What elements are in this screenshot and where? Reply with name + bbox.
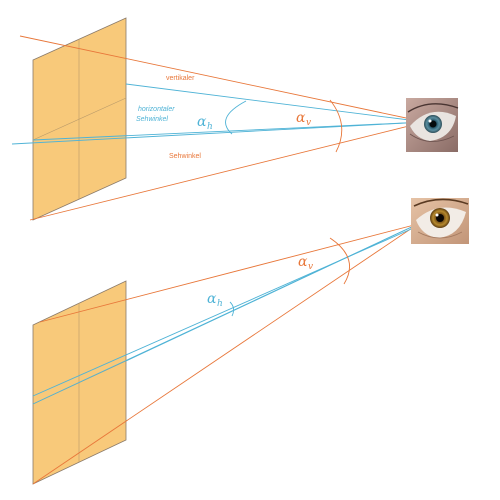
- top-label-vertical: vertikaler: [166, 75, 195, 82]
- bottom-diagram: α v α h: [32, 198, 469, 485]
- top-vertical-rays: [19, 35, 426, 221]
- top-alpha-h-symbol: α: [197, 114, 207, 130]
- bottom-alpha-h-symbol: α: [207, 291, 217, 307]
- top-alpha-v-arc: [329, 99, 343, 153]
- bottom-alpha-h-subscript: h: [217, 299, 223, 309]
- top-alpha-h-subscript: h: [207, 122, 213, 132]
- top-eye-photo: [406, 98, 459, 152]
- top-panel-horizontal-divider: [32, 97, 127, 141]
- top-alpha-v-symbol: α: [296, 110, 306, 126]
- bottom-alpha-v-symbol: α: [298, 254, 308, 270]
- top-diagram: vertikaler horizontaler Sehwinkel Sehwin…: [11, 17, 459, 221]
- bottom-vertical-rays: [32, 223, 419, 485]
- bottom-eye-photo: [411, 198, 469, 244]
- bottom-alpha-v-subscript: v: [308, 262, 313, 272]
- top-screen-panel: [32, 17, 127, 221]
- top-label-horizontal-angle: Sehwinkel: [136, 116, 168, 123]
- top-alpha-v-subscript: v: [306, 118, 311, 128]
- bottom-horizontal-rays: [32, 223, 419, 405]
- bottom-alpha-h-arc: [229, 301, 235, 317]
- top-label-vertical-angle: Sehwinkel: [169, 153, 201, 160]
- top-label-horizontal: horizontaler: [138, 106, 175, 113]
- bottom-alpha-v-arc: [329, 237, 350, 285]
- top-alpha-h-arc: [225, 100, 247, 135]
